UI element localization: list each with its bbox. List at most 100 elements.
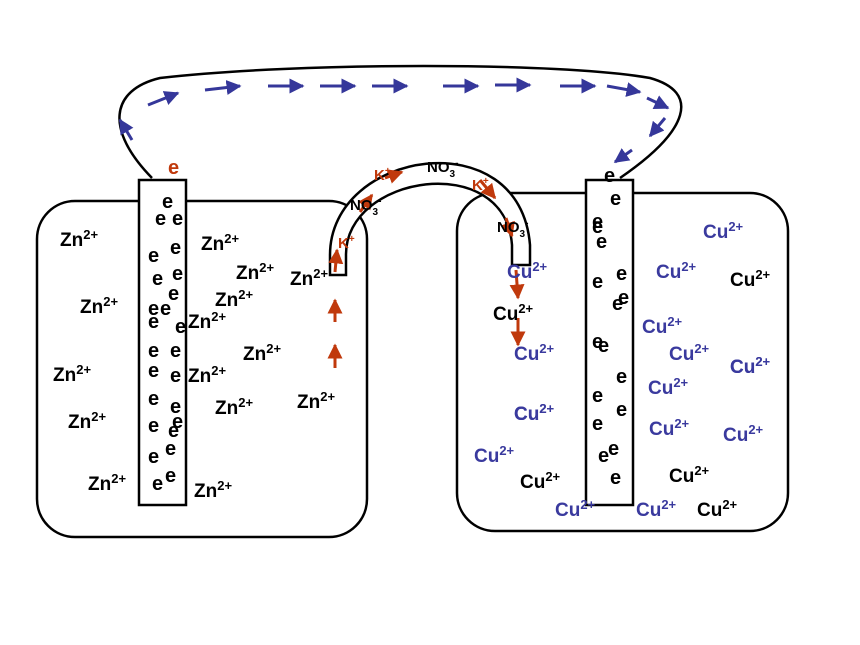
zinc-electrode-electron: e [148, 446, 159, 468]
zinc-ion-symbol: Zn [297, 392, 320, 413]
copper-ion-charge: 2+ [532, 259, 547, 274]
zinc-ion-charge: 2+ [313, 266, 328, 281]
zinc-ion-symbol: Zn [80, 297, 103, 318]
copper-ion: Cu2+ [636, 497, 677, 521]
copper-ion: Cu2+ [514, 401, 555, 425]
electron-flow-arrow [118, 118, 134, 141]
zinc-ion-symbol: Zn [188, 312, 211, 333]
zinc-ion: Zn2+ [215, 395, 253, 419]
zinc-electrode [137, 178, 188, 507]
copper-ion: Cu2+ [514, 401, 555, 425]
zinc-electrode-electron: e [148, 415, 159, 437]
zinc-ion-symbol: Zn [215, 290, 238, 311]
copper-electrode-electron: e [610, 467, 621, 489]
copper-electrode-electron: e [608, 438, 619, 460]
copper-electrode-electron: e [612, 293, 623, 315]
copper-ion: Cu2+ [520, 469, 561, 493]
zinc-ion-symbol: Zn [236, 263, 259, 284]
zinc-ion: Zn2+ [243, 341, 281, 365]
zinc-electrode-electron: e [170, 237, 181, 259]
zinc-electrode-electron: e [165, 465, 176, 487]
copper-ion: Cu2+ [493, 301, 534, 325]
copper-electrode-electron: e [596, 231, 607, 253]
cation-flow-arrow [384, 169, 404, 184]
copper-ion: Cu2+ [555, 497, 596, 521]
wire-electron-label: e [168, 157, 179, 179]
copper-ion-symbol: Cu [474, 446, 499, 467]
zinc-ion-symbol: Zn [68, 412, 91, 433]
nitrate-ion: NO3- [350, 196, 381, 218]
zinc-ion-symbol: Zn [243, 344, 266, 365]
zinc-ion: Zn2+ [188, 309, 226, 333]
copper-ion-charge: 2+ [755, 354, 770, 369]
electron-flow-arrows [118, 77, 670, 164]
zinc-ion: Zn2+ [297, 389, 335, 413]
electron-flow-arrow [147, 91, 180, 107]
zinc-ion-charge: 2+ [111, 471, 126, 486]
nitrate-subscript: 3 [450, 169, 456, 180]
zinc-ion-symbol: Zn [88, 474, 111, 495]
electron-flow-arrow [648, 117, 667, 138]
zinc-ion-charge: 2+ [91, 409, 106, 424]
copper-ion-symbol: Cu [730, 357, 755, 378]
copper-ion-charge: 2+ [580, 497, 595, 512]
potassium-symbol: K [374, 167, 385, 184]
zinc-electrode-electron: e [170, 365, 181, 387]
copper-ion: Cu2+ [514, 341, 555, 365]
copper-ion-symbol: Cu [493, 304, 518, 325]
zinc-ion: Zn2+ [80, 294, 118, 318]
cation-flow-arrows [327, 169, 526, 368]
zinc-ion-charge: 2+ [211, 363, 226, 378]
electron-flow-arrow [606, 82, 642, 97]
zinc-electrode-electron: e [152, 473, 163, 495]
zinc-ion-charge: 2+ [320, 389, 335, 404]
copper-ion-charge: 2+ [661, 497, 676, 512]
zinc-electrode-electron: e [168, 283, 179, 305]
zinc-electrode-electron: e [152, 268, 163, 290]
zinc-ion: Zn2+ [194, 478, 232, 502]
copper-electrode-electron: e [616, 399, 627, 421]
potassium-charge: + [483, 176, 489, 187]
zinc-electrode-electron: e [148, 298, 159, 320]
copper-ion-symbol: Cu [669, 344, 694, 365]
copper-ion-symbol: Cu [514, 344, 539, 365]
zinc-ion-charge: 2+ [76, 362, 91, 377]
copper-ion-symbol: Cu [669, 466, 694, 487]
nitrate-symbol: NO [350, 197, 373, 214]
copper-electrode-electron: e [598, 335, 609, 357]
copper-ion-symbol: Cu [520, 472, 545, 493]
copper-ion-symbol: Cu [730, 357, 755, 378]
zinc-ion-charge: 2+ [238, 395, 253, 410]
potassium-ion: K+ [472, 176, 489, 194]
copper-ion-charge: 2+ [755, 354, 770, 369]
zinc-electrode-electron: e [170, 340, 181, 362]
nitrate-symbol: NO [427, 159, 450, 176]
copper-ion-charge: 2+ [728, 219, 743, 234]
zinc-ion-symbol: Zn [215, 398, 238, 419]
copper-ion-charge: 2+ [674, 416, 689, 431]
zinc-electrode-electron: e [155, 208, 166, 230]
zinc-electrode-electron: e [148, 340, 159, 362]
copper-electrode-electron: e [592, 211, 603, 233]
copper-ion-symbol: Cu [723, 425, 748, 446]
cation-flow-arrow [328, 248, 344, 273]
copper-ion-symbol: Cu [636, 500, 661, 521]
copper-ion: Cu2+ [642, 314, 683, 338]
nitrate-symbol: NO [497, 219, 520, 236]
copper-electrode-electron: e [592, 331, 603, 353]
copper-ion-charge: 2+ [539, 401, 554, 416]
zinc-ion: Zn2+ [88, 471, 126, 495]
zinc-electrode-electron: e [148, 311, 159, 333]
copper-ion: Cu2+ [669, 463, 710, 487]
zinc-ion-charge: 2+ [103, 294, 118, 309]
copper-ion-symbol: Cu [514, 404, 539, 425]
copper-ion-symbol: Cu [648, 378, 673, 399]
copper-ion: Cu2+ [669, 341, 710, 365]
zinc-electrode-electron: e [172, 208, 183, 230]
zinc-electrode-electron: e [148, 245, 159, 267]
copper-ion: Cu2+ [507, 259, 548, 283]
zinc-electrode-electron: e [162, 191, 173, 213]
